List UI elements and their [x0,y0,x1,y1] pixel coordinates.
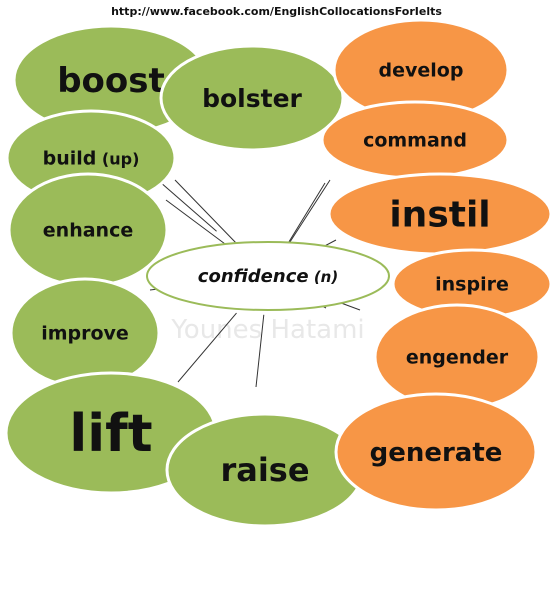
bubble-label-enhance: enhance [43,220,133,242]
connector-line-raise [255,314,265,388]
bubble-label-raise: raise [220,451,309,489]
bubble-label-inspire: inspire [435,274,509,296]
bubble-improve: improve [9,277,161,389]
bubble-enhance: enhance [7,172,169,288]
bubble-label-engender: engender [406,347,509,369]
bubble-label-bolster: bolster [202,84,302,113]
bubble-label-boost: boost [57,61,165,101]
bubble-command: command [320,100,510,180]
collocate-bubbles: boost build (up) enhance improve lift raise bo… [4,18,553,528]
connector-line-build [174,179,236,243]
bubble-label-improve: improve [41,323,129,345]
bubble-inspire: inspire [391,248,553,320]
connector-line-enhance [165,199,233,250]
bubble-shape-generate [334,392,538,512]
bubble-boost: boost [12,24,210,136]
bubble-instil: instil [327,172,553,256]
center-label: confidence (n) [198,266,338,287]
bubble-label-instil: instil [389,195,490,236]
bubble-label-build: build (up) [43,148,140,170]
bubble-shape-bolster [159,44,345,152]
bubble-label-generate: generate [370,438,503,468]
connector-line-command [289,179,331,243]
bubble-label-lift: lift [69,404,152,464]
source-url: http://www.facebook.com/EnglishCollocati… [111,5,442,18]
bubble-engender: engender [373,303,541,411]
connector-lines: Younes Hatami [120,147,381,388]
bubble-bolster: bolster [159,44,345,152]
bubble-label-command: command [363,130,467,152]
bubble-raise: raise [165,412,365,528]
watermark-text: Younes Hatami [170,315,364,345]
connector-line-lift [177,312,237,383]
connector-line-develop [287,182,326,244]
center-ellipse [146,241,390,311]
bubble-lift: lift [4,371,218,495]
center-node: confidence (n) [146,241,390,311]
bubble-generate: generate [334,392,538,512]
bubble-label-develop: develop [379,60,464,82]
